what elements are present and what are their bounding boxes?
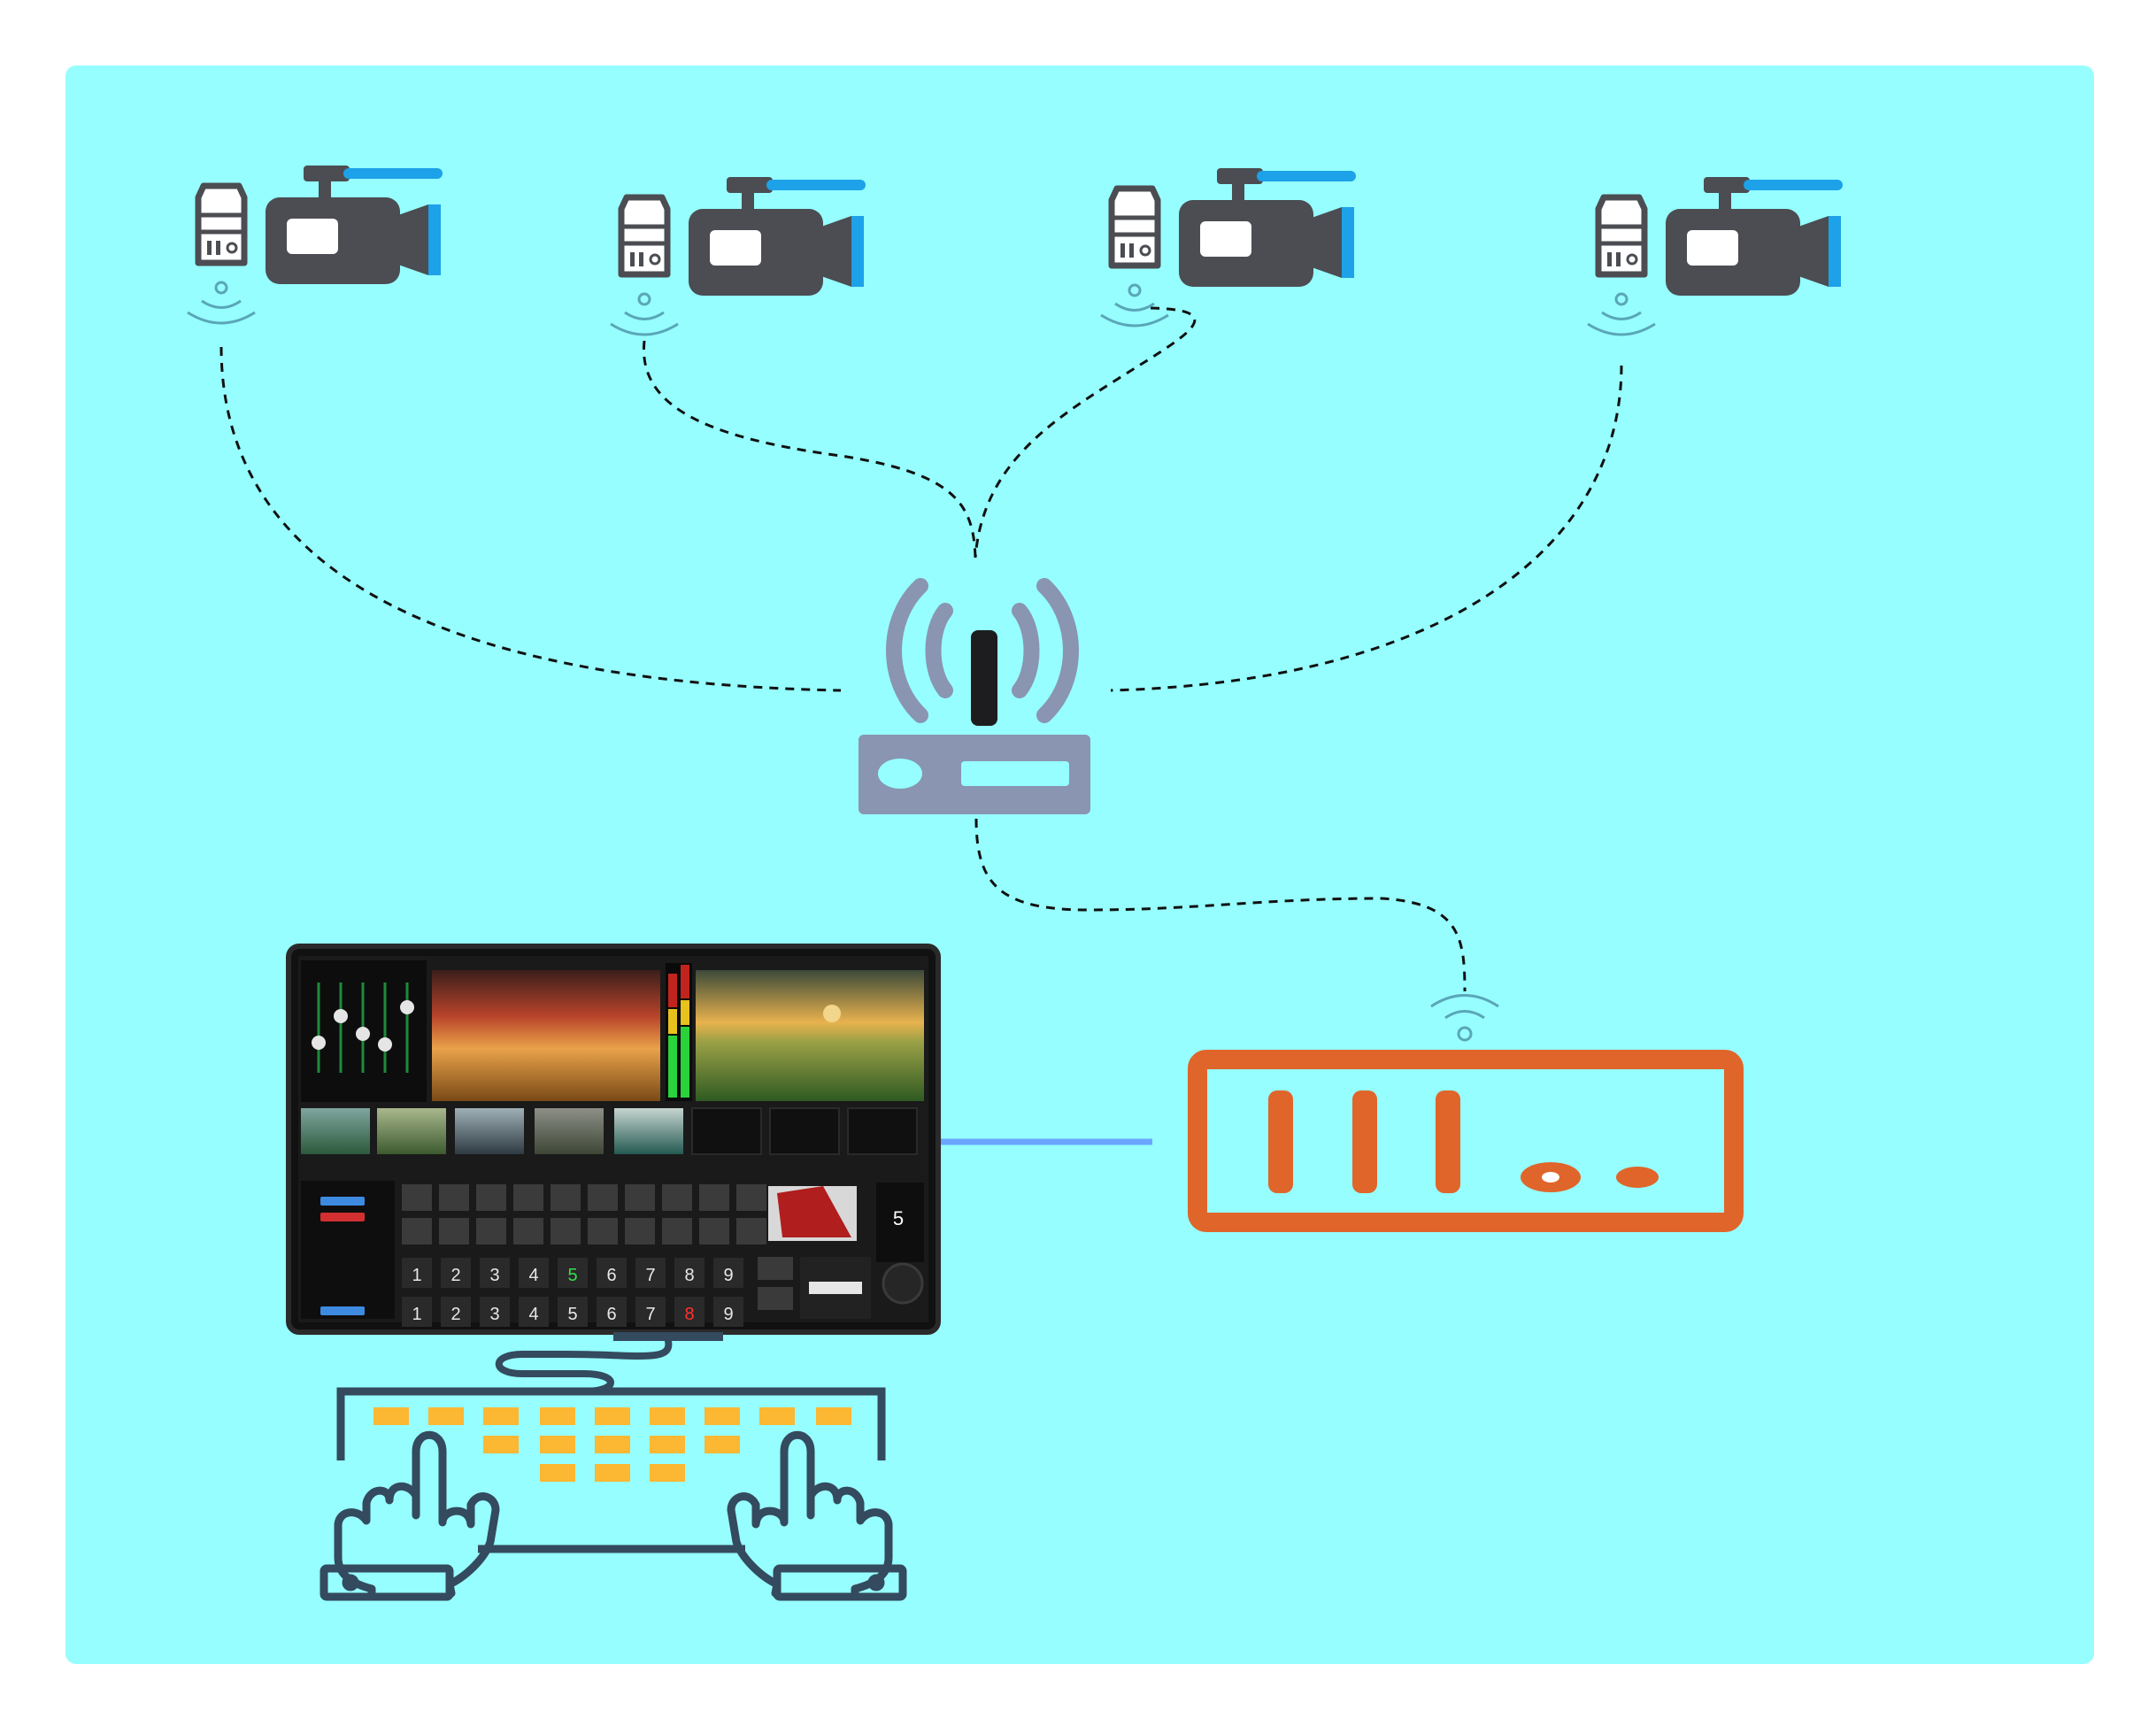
wireless-router-icon [859, 578, 1090, 814]
pad-key [558, 1297, 588, 1327]
pad-key [402, 1297, 432, 1327]
keyboard-key [483, 1436, 519, 1453]
pad-key-label: 7 [645, 1266, 655, 1285]
pad-key [597, 1258, 627, 1288]
pad-key [558, 1258, 588, 1288]
pad-key [713, 1297, 743, 1327]
pad-key [441, 1258, 471, 1288]
keyboard-key [816, 1407, 851, 1425]
pad-key-label: 9 [723, 1266, 733, 1285]
pad-key-label: 1 [412, 1305, 421, 1324]
pad-key [480, 1258, 510, 1288]
pad-key [674, 1258, 705, 1288]
pad-key-label: 4 [528, 1305, 538, 1324]
keyboard-key [540, 1436, 575, 1453]
video-switcher-monitor-icon: 5 1 2 3 4 5 6 7 8 9 1 2 3 4 5 6 7 8 9 [286, 944, 941, 1341]
link-router-recorder [974, 818, 1467, 992]
pad-key-label: 6 [606, 1305, 616, 1324]
pad-key-label: 2 [450, 1305, 460, 1324]
pad-key [635, 1258, 666, 1288]
keyboard-key [595, 1407, 630, 1425]
wireless-recorder-device-icon [1188, 994, 1744, 1232]
pad-key [480, 1297, 510, 1327]
pad-key [402, 1258, 432, 1288]
pad-key-label: 8 [684, 1266, 694, 1285]
keyboard-keys [373, 1407, 851, 1482]
number-pad-top: 1 2 3 4 5 6 7 8 9 [402, 1258, 743, 1288]
pad-key-label: 4 [528, 1266, 538, 1285]
pad-key-label: 1 [412, 1266, 421, 1285]
side-value: 5 [893, 1207, 904, 1229]
link-camera-4-router [1110, 365, 1623, 692]
keyboard-key [650, 1464, 685, 1482]
keyboard-key [650, 1407, 685, 1425]
keyboard-key [595, 1464, 630, 1482]
pad-key [713, 1258, 743, 1288]
pad-key-label: 6 [606, 1266, 616, 1285]
pad-key-label: 8 [684, 1305, 694, 1324]
number-pad-bottom: 1 2 3 4 5 6 7 8 9 [402, 1297, 743, 1327]
pad-key-label: 3 [489, 1305, 499, 1324]
recorder [1188, 994, 1744, 1232]
pad-key-label: 7 [645, 1305, 655, 1324]
pad-key [519, 1258, 549, 1288]
keyboard-key [428, 1407, 464, 1425]
keyboard-key [759, 1407, 795, 1425]
pad-key-label: 5 [567, 1305, 577, 1324]
pad-key [674, 1297, 705, 1327]
keyboard-key [705, 1407, 740, 1425]
pad-key [597, 1297, 627, 1327]
connection-lines [219, 306, 1623, 992]
pad-key-label: 2 [450, 1266, 460, 1285]
pad-key-label: 3 [489, 1266, 499, 1285]
diagram-background [65, 65, 2094, 1664]
link-camera-2-router [642, 340, 977, 559]
pad-key-label: 5 [567, 1266, 577, 1285]
pad-key [519, 1297, 549, 1327]
keyboard-key [483, 1407, 519, 1425]
keyboard-key [540, 1407, 575, 1425]
keyboard-key [595, 1436, 630, 1453]
keyboard-with-hands-icon [320, 1337, 907, 1601]
pad-key-label: 9 [723, 1305, 733, 1324]
keyboard-key [705, 1436, 740, 1453]
monitor: 5 1 2 3 4 5 6 7 8 9 1 2 3 4 5 6 7 8 9 [286, 944, 941, 1341]
router [859, 578, 1090, 814]
pad-key [635, 1297, 666, 1327]
keyboard [320, 1337, 907, 1601]
keyboard-key [540, 1464, 575, 1482]
keyboard-key [650, 1436, 685, 1453]
pad-key [441, 1297, 471, 1327]
link-camera-3-router [974, 306, 1197, 559]
keyboard-key [373, 1407, 409, 1425]
